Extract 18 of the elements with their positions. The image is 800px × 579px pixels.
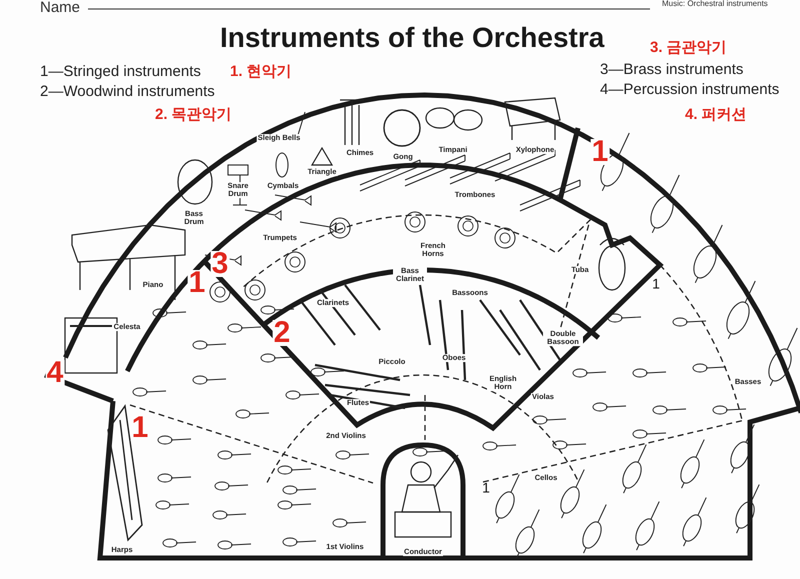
annotation-text: 2. 목관악기	[155, 107, 232, 123]
section-number: 4	[46, 360, 64, 386]
section-number: 1	[590, 139, 610, 165]
key-text: 3—Brass instruments	[600, 62, 744, 78]
section-number: 1	[652, 276, 660, 292]
section-number: 1	[130, 415, 150, 441]
section-number: 1	[482, 480, 490, 496]
annotation-text: 1. 현악기	[230, 64, 292, 80]
section-number: 2	[272, 320, 292, 346]
name-label: Name	[40, 0, 80, 16]
key-text: 4—Percussion instruments	[600, 82, 780, 98]
title: Instruments of the Orchestra	[220, 22, 604, 54]
key-text: 2—Woodwind instruments	[40, 84, 215, 100]
page-header: Music: Orchestral instruments	[662, 0, 768, 8]
key-text: 1—Stringed instruments	[40, 64, 201, 80]
section-number: 3	[210, 251, 230, 277]
annotation-text: 4. 퍼커션	[685, 107, 747, 123]
annotation-text: 3. 금관악기	[650, 40, 727, 56]
